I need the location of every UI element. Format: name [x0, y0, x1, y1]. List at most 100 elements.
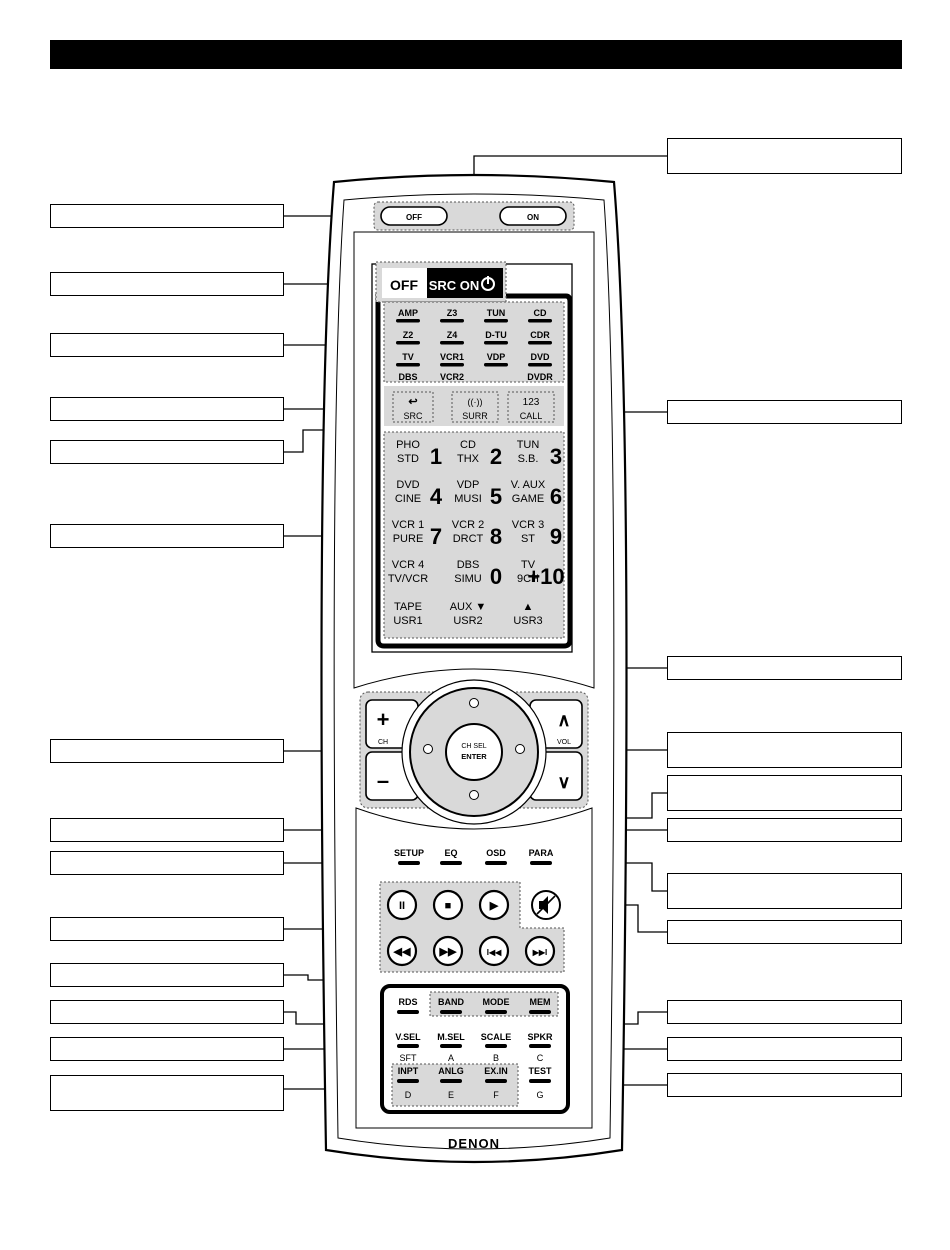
skip-forward-button[interactable]: ▶▶I — [524, 935, 556, 967]
anlg-button[interactable]: ANLG E — [438, 1066, 464, 1100]
source-button-z3[interactable]: Z3 — [440, 308, 464, 323]
source-button-tun[interactable]: TUN — [484, 308, 508, 323]
keypad-digit: 0 — [490, 564, 502, 589]
exin-label: EX.IN — [484, 1066, 508, 1076]
source-button-cd[interactable]: CD — [528, 308, 552, 323]
osd-button[interactable]: OSD — [485, 848, 507, 865]
enter-button[interactable]: CH SEL ENTER — [445, 723, 503, 781]
osd-label: OSD — [486, 848, 506, 858]
scale-button[interactable]: SCALE B — [481, 1032, 512, 1063]
call-button[interactable]: 123 CALL — [507, 391, 555, 423]
keypad-top-label: PHO — [396, 439, 420, 451]
cursor-up[interactable] — [469, 698, 479, 708]
rewind-button[interactable]: ◀◀ — [386, 935, 418, 967]
source-button-dvd[interactable]: DVD — [528, 352, 552, 367]
power-on-button[interactable]: ON — [499, 206, 567, 226]
mem-button[interactable]: MEM — [529, 997, 551, 1014]
keypad-button[interactable]: AUX ▼USR2 — [450, 601, 487, 627]
keypad-top-label: TUN — [517, 439, 540, 451]
callout-box-src — [50, 397, 284, 421]
cursor-right[interactable] — [515, 744, 525, 754]
play-button[interactable]: ▶ — [478, 889, 510, 921]
source-button-d-tu[interactable]: D-TU — [484, 330, 508, 345]
inpt-button[interactable]: INPT D — [397, 1066, 419, 1100]
source-on-button[interactable]: SRC ON — [427, 268, 503, 298]
source-label: VCR2 — [440, 372, 464, 382]
source-button-vcr2[interactable]: VCR2 — [440, 372, 464, 382]
mode-label: MODE — [483, 997, 510, 1007]
test-button[interactable]: TEST G — [528, 1066, 552, 1100]
mute-button[interactable] — [531, 890, 561, 920]
fast-forward-button[interactable]: ▶▶ — [432, 935, 464, 967]
keypad-button[interactable]: VCR 4TV/VCR — [388, 559, 428, 585]
source-button-cdr[interactable]: CDR — [528, 330, 552, 345]
cursor-down[interactable] — [469, 790, 479, 800]
source-button-dvdr[interactable]: DVDR — [527, 372, 553, 382]
src-button[interactable]: ↩ SRC — [392, 391, 434, 423]
band-button[interactable]: BAND — [438, 997, 464, 1014]
input-group — [391, 1063, 519, 1107]
eq-button[interactable]: EQ — [440, 848, 462, 865]
skip-back-button[interactable]: I◀◀ — [478, 935, 510, 967]
stop-button[interactable]: ■ — [432, 889, 464, 921]
cursor-left[interactable] — [423, 744, 433, 754]
fast-forward-icon: ▶▶ — [439, 946, 457, 958]
keypad-top-label: TV — [521, 559, 536, 571]
callout-box-vsel — [50, 1037, 284, 1061]
play-icon: ▶ — [489, 900, 499, 912]
keypad-bottom-label: THX — [457, 453, 480, 465]
keypad-top-label: VCR 1 — [392, 519, 424, 531]
source-button-vdp[interactable]: VDP — [484, 352, 508, 367]
g-label: G — [536, 1090, 543, 1100]
source-button-z2[interactable]: Z2 — [396, 330, 420, 345]
exin-button[interactable]: EX.IN F — [484, 1066, 508, 1100]
keypad — [383, 431, 565, 639]
source-off-button[interactable]: OFF — [382, 268, 427, 298]
msel-label: M.SEL — [437, 1032, 465, 1042]
keypad-digit: 1 — [430, 444, 442, 469]
mode-button[interactable]: MODE — [483, 997, 510, 1014]
keypad-bottom-label: PURE — [393, 533, 424, 545]
callout-box-setup — [50, 851, 284, 875]
power-off-button[interactable]: OFF — [380, 206, 448, 226]
keypad-bottom-label: S.B. — [518, 453, 539, 465]
callout-box-surr — [50, 440, 284, 464]
transport-group — [379, 881, 565, 973]
vsel-button[interactable]: V.SEL — [395, 1032, 421, 1048]
callout-box-cursor — [667, 656, 902, 680]
keypad-button[interactable]: ▲USR3 — [513, 601, 542, 627]
source-button-tv[interactable]: TV — [396, 352, 420, 367]
source-button-z4[interactable]: Z4 — [440, 330, 464, 345]
keypad-top-label: CD — [460, 439, 476, 451]
source-button-vcr1[interactable]: VCR1 — [440, 352, 464, 367]
rds-button[interactable]: RDS — [397, 997, 419, 1014]
msel-button[interactable]: M.SEL A — [437, 1032, 465, 1063]
source-label: AMP — [398, 308, 418, 318]
source-label: VDP — [487, 352, 506, 362]
spkr-button[interactable]: SPKR C — [527, 1032, 553, 1063]
vol-label: VOL — [557, 739, 571, 746]
vol-up-label: ∧ — [557, 710, 570, 730]
keypad-bottom-label: SIMU — [454, 573, 482, 585]
source-button-amp[interactable]: AMP — [396, 308, 420, 323]
setup-button[interactable]: SETUP — [394, 848, 424, 865]
keypad-bottom-label: DRCT — [453, 533, 484, 545]
para-button[interactable]: PARA — [529, 848, 554, 865]
source-button-dbs[interactable]: DBS — [398, 372, 417, 382]
surr-button[interactable]: ((·)) SURR — [451, 391, 499, 423]
source-label: Z4 — [447, 330, 458, 340]
pause-button[interactable]: II — [386, 889, 418, 921]
src-label: SRC — [403, 411, 423, 421]
